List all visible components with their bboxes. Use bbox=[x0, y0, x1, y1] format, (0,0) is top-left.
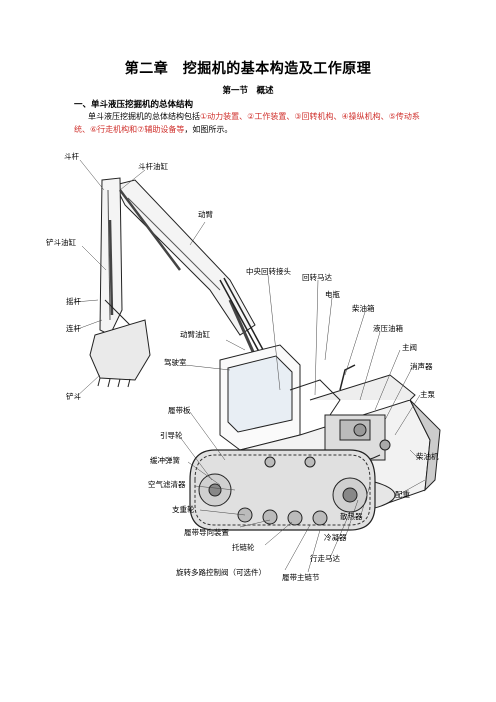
label-yaogan: 摇杆 bbox=[66, 297, 81, 306]
label-travel-motor: 行走马达 bbox=[310, 554, 340, 563]
label-swing-valve: 旋转多路控制阀（可选件） bbox=[176, 568, 266, 577]
chapter-title: 第二章 挖掘机的基本构造及工作原理 bbox=[124, 61, 372, 77]
label-cooler: 冷凝器 bbox=[324, 533, 347, 542]
paragraph-suffix: ，如图所示。 bbox=[184, 125, 233, 134]
label-air-filter: 空气滤清器 bbox=[148, 480, 186, 489]
section-title: 第一节 概述 bbox=[222, 86, 274, 96]
label-liangan: 连杆 bbox=[66, 324, 81, 333]
label-dougan-cylinder: 斗杆油缸 bbox=[138, 162, 168, 171]
subsection-heading: 一、单斗液压挖掘机的总体结构 bbox=[74, 100, 194, 110]
label-track-plate: 履带板 bbox=[168, 406, 191, 415]
excavator-figure: 斗杆 斗杆油缸 动臂 铲斗油缸 中央回转接头 回转马达 电瓶 柴油箱 液压油箱 … bbox=[40, 150, 470, 590]
paragraph-prefix: 单斗液压挖掘机的总体结构包括 bbox=[88, 112, 200, 121]
label-dongbi: 动臂 bbox=[198, 210, 213, 219]
intro-paragraph: 单斗液压挖掘机的总体结构包括①动力装置、②工作装置、③回转机构、④操纵机构、⑤传… bbox=[74, 110, 434, 136]
label-battery: 电瓶 bbox=[325, 290, 340, 299]
label-center-joint: 中央回转接头 bbox=[246, 267, 291, 276]
component-list-2: ⑤传动系统、⑥行走机构和⑦辅助设备等 bbox=[74, 112, 420, 134]
label-bucket: 铲斗 bbox=[66, 392, 81, 401]
label-track-guide: 履带导向装置 bbox=[184, 528, 229, 537]
label-fuel-tank: 柴油箱 bbox=[352, 304, 375, 313]
label-radiator: 散热器 bbox=[340, 512, 363, 521]
excavator-drawing bbox=[74, 159, 441, 573]
component-list-1: ①动力装置、②工作装置、③回转机构、④操纵机构、 bbox=[200, 112, 389, 121]
label-cab: 驾驶室 bbox=[164, 358, 187, 367]
label-main-valve: 主阀 bbox=[402, 343, 417, 352]
label-counterweight: 配重 bbox=[395, 490, 410, 499]
label-muffler: 消声器 bbox=[410, 362, 433, 371]
label-idler: 引导轮 bbox=[160, 431, 183, 440]
label-support-roller: 支重轮 bbox=[172, 505, 195, 514]
label-swing-motor: 回转马达 bbox=[302, 273, 332, 282]
label-hyd-tank: 液压油箱 bbox=[373, 324, 403, 333]
label-main-pump: 主泵 bbox=[420, 390, 435, 399]
label-track-pin: 履带主链节 bbox=[282, 573, 320, 582]
label-carrier-roller: 托链轮 bbox=[232, 543, 255, 552]
label-buffer-spring: 缓冲弹簧 bbox=[150, 456, 180, 465]
label-chandou-cylinder: 铲斗油缸 bbox=[46, 238, 76, 247]
label-dougan: 斗杆 bbox=[64, 152, 79, 161]
label-engine: 柴油机 bbox=[416, 452, 439, 461]
label-boom-cylinder: 动臂油缸 bbox=[180, 330, 210, 339]
